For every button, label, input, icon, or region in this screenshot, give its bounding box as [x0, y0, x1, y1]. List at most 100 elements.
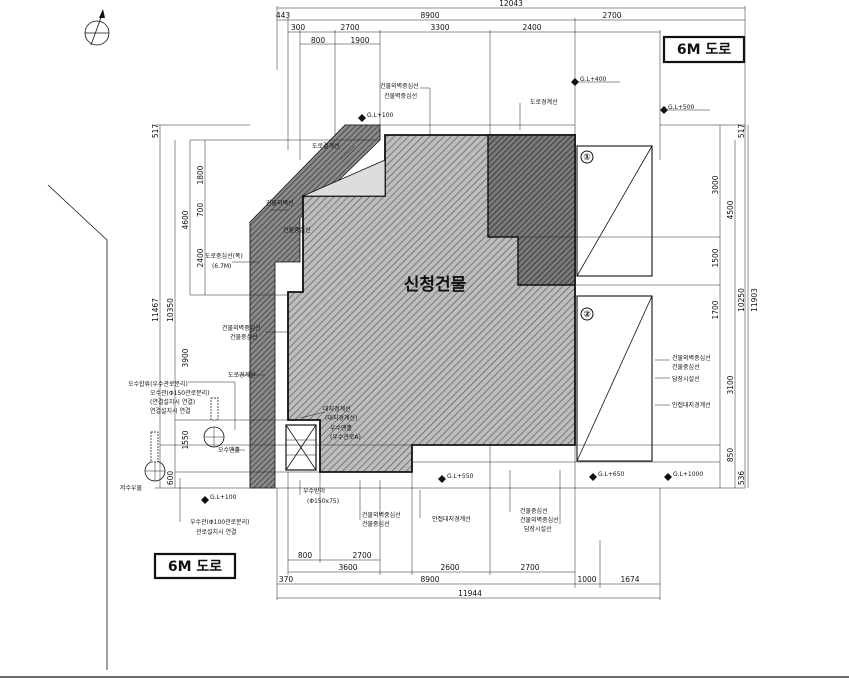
parking-stalls: ① ②: [576, 145, 653, 462]
dim-right-mid: 10250: [737, 288, 746, 312]
note-n9: (6.7M): [212, 263, 231, 270]
note-n21: 건물중심선: [672, 363, 700, 371]
dim-top-r2-d: 2400: [522, 23, 541, 32]
note-n4: 도로결계선: [312, 142, 340, 150]
note-n31: 오수맨홀: [218, 446, 241, 454]
note-n28: (Φ150x75): [307, 498, 339, 505]
note-n22: 건물외벽중심선: [672, 354, 711, 362]
building-footprint: 신청건물: [287, 134, 576, 473]
entrance-canopy: [302, 159, 386, 197]
note-n32: 저수우물: [120, 484, 143, 492]
dim-top-r3-b: 1900: [350, 36, 369, 45]
dim-top-r1-b: 8900: [420, 11, 439, 20]
note-n30: 관로설치시 연결: [196, 528, 237, 536]
note-n2: 건물벽중심선: [384, 92, 417, 100]
dim-top-r2-a: 300: [291, 23, 306, 32]
dim-bottom-r1-b: 2700: [352, 551, 371, 560]
note-n19: 담장시설선: [672, 375, 700, 383]
level-markers: G.L+400 G.L+500 G.L+100 G.L+100 G.L+550 …: [201, 76, 710, 504]
north-arrow-icon: [84, 9, 110, 46]
note-n8: 도로중심선(폭): [205, 252, 243, 260]
level-gl-400: G.L+400: [580, 76, 607, 83]
left-road-edge: [47, 184, 108, 670]
road-label-top-text: 6M 도로: [677, 42, 731, 58]
level-gl-100a: G.L+100: [367, 112, 394, 119]
dim-left-a5: 600: [166, 471, 175, 486]
level-gl-100b: G.L+100: [210, 494, 237, 501]
dim-top-r2-c: 3300: [430, 23, 449, 32]
dim-bottom-r3-b: 8900: [420, 575, 439, 584]
note-n10: 건물외벽중심선: [222, 324, 261, 332]
note-n7: 도로경계선: [228, 371, 256, 379]
level-gl-1000: G.L+1000: [673, 471, 703, 478]
dim-right-a2: 1700: [711, 300, 720, 319]
dim-left-b: 4600: [181, 210, 190, 229]
dim-top-r2-b: 2700: [340, 23, 359, 32]
note-n3: 도로경계선: [530, 98, 558, 106]
note-n5: 건물외벽선: [266, 199, 294, 207]
note-n29: 우수관(Φ100관로분리): [190, 518, 250, 526]
dim-bottom-r3-c: 1000: [577, 575, 596, 584]
dim-right-a5: 536: [737, 471, 746, 486]
dim-left-outer: 11467: [151, 298, 160, 322]
dim-right-a3: 3100: [726, 375, 735, 394]
level-gl-500: G.L+500: [668, 104, 695, 111]
note-n18: 건물중심선: [362, 520, 390, 528]
dim-top-r1-a: 443: [276, 11, 291, 20]
stair-box: [285, 424, 317, 471]
dim-left-a0: 1800: [196, 165, 205, 184]
note-n24: 건물중심선: [520, 507, 548, 515]
note-n27: 우수받이: [303, 487, 325, 495]
note-n16: (우수관로A): [330, 433, 361, 441]
dim-left-top: 517: [151, 124, 160, 139]
dim-right-top: 517: [737, 124, 746, 139]
note-n17: 건물외벽중심선: [362, 511, 401, 519]
dim-left-a2: 2400: [196, 248, 205, 267]
road-label-bottom-text: 6M 도로: [168, 559, 222, 575]
dim-right-outer: 11903: [750, 288, 759, 312]
road-label-bottom: 6M 도로: [153, 552, 237, 580]
note-n1: 건물외벽중심선: [380, 82, 419, 90]
road-label-top: 6M 도로: [662, 35, 746, 64]
marker-one: ①: [583, 153, 591, 163]
dim-right-a0: 3000: [711, 175, 720, 194]
dim-bottom-r3-a: 370: [279, 575, 294, 584]
dim-left-mid: 10350: [166, 298, 175, 322]
dim-top-total: 12043: [499, 0, 523, 8]
dim-left-a4: 1550: [181, 430, 190, 449]
bottom-dimension-lines: [276, 445, 661, 600]
note-n35: (연결설치시 연결): [150, 398, 195, 406]
note-n14: (대지경계선): [325, 414, 357, 422]
note-n20: 인접대지경계선: [432, 515, 471, 523]
note-n15: 우수맨홀: [330, 424, 353, 432]
dim-bottom-r1-a: 800: [298, 551, 313, 560]
building-label: 신청건물: [404, 274, 467, 295]
note-n6: 건물중심선: [283, 226, 311, 234]
note-n23: 인접대지경계선: [672, 401, 711, 409]
dim-bottom-r3-d: 1674: [620, 575, 639, 584]
note-n34: 연결설치시 연결: [150, 407, 191, 415]
note-n13: 대지경계선: [323, 405, 351, 413]
marker-two: ②: [583, 310, 591, 320]
note-n33: 오수관(Φ150관로분리): [150, 389, 210, 397]
note-n25: 건물외벽중심선: [520, 516, 559, 524]
dim-top-r3-a: 800: [311, 36, 326, 45]
dim-left-a3: 3900: [181, 348, 190, 367]
dim-right-a1: 1500: [711, 248, 720, 267]
dim-top-r1-c: 2700: [602, 11, 621, 20]
level-gl-550: G.L+550: [447, 473, 474, 480]
right-dimension-lines: [719, 125, 749, 488]
dim-right-a4: 850: [726, 448, 735, 463]
left-dimension-lines: [155, 124, 250, 489]
grid-lines: [160, 139, 720, 473]
dim-bottom-r2-b: 2600: [440, 563, 459, 572]
dim-left-a1: 700: [196, 203, 205, 218]
note-n12: 오수합류(우수관로분리): [128, 380, 188, 388]
leader-lines: [179, 87, 670, 524]
manhole-icons: [144, 397, 225, 482]
dim-bottom-total: 11944: [458, 589, 482, 598]
retaining-wall: [249, 124, 381, 489]
dim-right-b: 4500: [726, 200, 735, 219]
dim-bottom-r2-c: 2700: [520, 563, 539, 572]
